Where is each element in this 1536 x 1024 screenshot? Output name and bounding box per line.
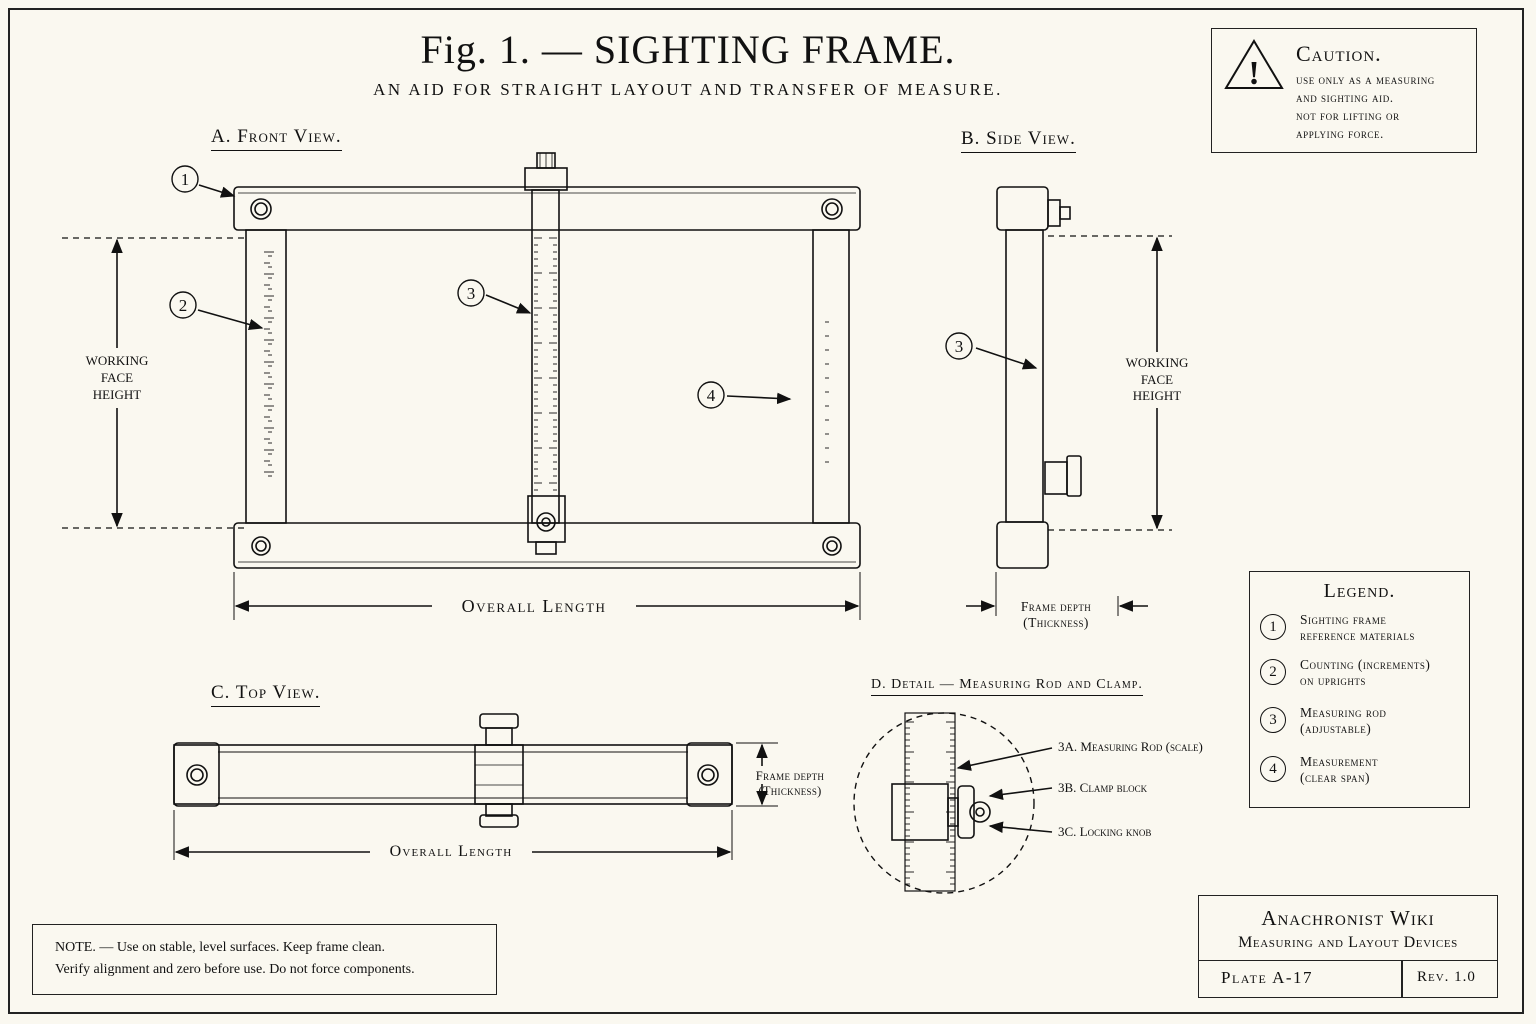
legend-title: Legend.: [1323, 580, 1396, 602]
detail-label-3b: 3B. Clamp block: [1058, 780, 1148, 795]
detail-view-drawing: [853, 712, 1053, 894]
rail-hole-icon: [186, 764, 208, 786]
top-knob-upper: [479, 713, 519, 729]
top-clamp-body: [474, 744, 524, 805]
title-block-series: Measuring and Layout Devices: [1238, 934, 1458, 951]
rail-hole-icon: [821, 198, 843, 220]
rail-hole-icon: [822, 536, 842, 556]
top-clamp-stem-lower: [485, 803, 513, 817]
callout-3-side-text: 3: [955, 337, 964, 356]
rail-hole-icon: [250, 198, 272, 220]
title-block-plate: Plate A-17: [1221, 968, 1314, 987]
drawing-sheet-border: [8, 8, 1524, 1014]
side-view-drawing: [966, 186, 1172, 616]
figure-title: Fig. 1. — SIGHTING FRAME.: [420, 27, 956, 72]
overall-length-label: Overall Length: [461, 596, 607, 616]
left-upright: [245, 229, 287, 524]
detail-rod: [904, 712, 956, 892]
title-block: Anachronist Wiki Measuring and Layout De…: [1198, 895, 1498, 998]
callout-3-text: 3: [467, 284, 476, 303]
side-rod-clamp: [1047, 199, 1061, 227]
figure-subtitle: AN AID FOR STRAIGHT LAYOUT AND TRANSFER …: [373, 80, 1003, 99]
callout-4: [697, 381, 725, 409]
top-overall-length-label: Overall Length: [389, 843, 513, 860]
title-block-org: Anachronist Wiki: [1261, 906, 1435, 930]
top-rail-body: [173, 744, 733, 805]
side-upright: [1005, 229, 1044, 523]
side-working-face-height-label: WORKING FACE HEIGHT: [1125, 355, 1189, 403]
top-end-right: [686, 742, 733, 807]
callout-4-text: 4: [707, 386, 716, 405]
detail-clamp-block: [891, 783, 949, 841]
side-bottom-rail: [996, 521, 1049, 569]
side-top-rail: [996, 186, 1049, 231]
callout-3-side: [945, 332, 973, 360]
title-block-rev: Rev. 1.0: [1417, 969, 1476, 985]
rail-hole-icon: [697, 764, 719, 786]
caution-box: Caution. use only as a measuring and sig…: [1211, 28, 1477, 153]
detail-circle: [853, 712, 1035, 894]
working-face-height-label: WORKING FACE HEIGHT: [85, 353, 149, 402]
detail-label-3c: 3C. Locking knob: [1058, 824, 1152, 839]
side-clamp-block: [1044, 461, 1068, 495]
callout-1-text: 1: [181, 170, 190, 189]
detail-view-label: D. Detail — Measuring Rod and Clamp.: [871, 677, 1143, 696]
clamp-screw-icon: [536, 512, 556, 532]
front-view-drawing: [62, 152, 861, 620]
top-frame-depth-label: Frame depth (Thickness): [755, 769, 825, 798]
warning-exclamation: !: [1248, 55, 1259, 92]
side-view-label: B. Side View.: [961, 128, 1076, 153]
rod-bottom-knob: [535, 541, 557, 555]
note-box: NOTE. — Use on stable, level surfaces. K…: [32, 924, 497, 995]
top-view-drawing: [173, 713, 778, 860]
top-view-label: C. Top View.: [211, 682, 321, 707]
detail-locking-knob: [957, 785, 975, 839]
callout-1: [171, 165, 199, 193]
detail-knob-cap: [969, 801, 991, 823]
caution-title: Caution.: [1296, 41, 1382, 66]
callout-2-text: 2: [179, 296, 188, 315]
bottom-rail: [233, 522, 861, 569]
measuring-rod: [531, 189, 560, 524]
callout-2: [169, 291, 197, 319]
detail-label-3a: 3A. Measuring Rod (scale): [1058, 739, 1203, 754]
side-knob: [1059, 206, 1071, 220]
top-rail: [233, 186, 861, 231]
right-upright: [812, 229, 850, 524]
side-locking-knob: [1066, 455, 1082, 497]
caution-text: use only as a measuring and sighting aid…: [1296, 73, 1435, 141]
warning-icon: [1224, 39, 1284, 89]
top-end-left: [173, 742, 220, 807]
rail-hole-icon: [251, 536, 271, 556]
callout-3: [457, 279, 485, 307]
side-frame-depth-label: Frame depth (Thickness): [1020, 599, 1092, 630]
front-view-label: A. Front View.: [211, 126, 342, 151]
top-clamp-stem: [485, 727, 513, 746]
top-knob-lower: [479, 814, 519, 828]
